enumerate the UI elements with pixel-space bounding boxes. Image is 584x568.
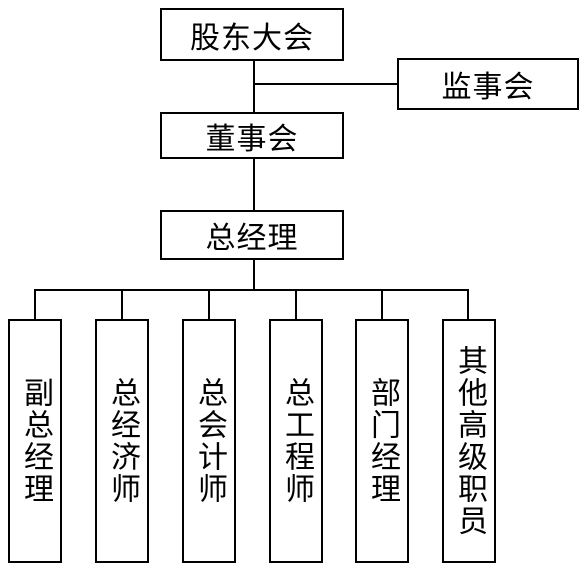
- deputy-gm-label: 副总经理: [18, 377, 53, 505]
- chief-economist-box: 总经济师: [95, 319, 149, 563]
- chief-engineer-box: 总工程师: [269, 319, 323, 563]
- supervisors-label: 监事会: [441, 70, 535, 105]
- board-label: 董事会: [205, 121, 299, 157]
- supervisors-box: 监事会: [397, 58, 579, 110]
- shareholders-box: 股东大会: [160, 8, 344, 61]
- board-box: 董事会: [160, 112, 344, 159]
- shareholders-label: 股东大会: [190, 20, 314, 56]
- deputy-gm-box: 副总经理: [8, 319, 62, 563]
- chief-accountant-box: 总会计师: [182, 319, 236, 563]
- gm-box: 总经理: [160, 210, 344, 260]
- gm-label: 总经理: [205, 221, 299, 256]
- chief-economist-label: 总经济师: [105, 377, 140, 505]
- chief-accountant-label: 总会计师: [192, 377, 227, 505]
- chief-engineer-label: 总工程师: [279, 377, 314, 505]
- other-senior-label: 其他高级职员: [452, 345, 487, 537]
- dept-manager-box: 部门经理: [355, 319, 409, 563]
- dept-manager-label: 部门经理: [365, 377, 400, 505]
- other-senior-box: 其他高级职员: [442, 319, 496, 563]
